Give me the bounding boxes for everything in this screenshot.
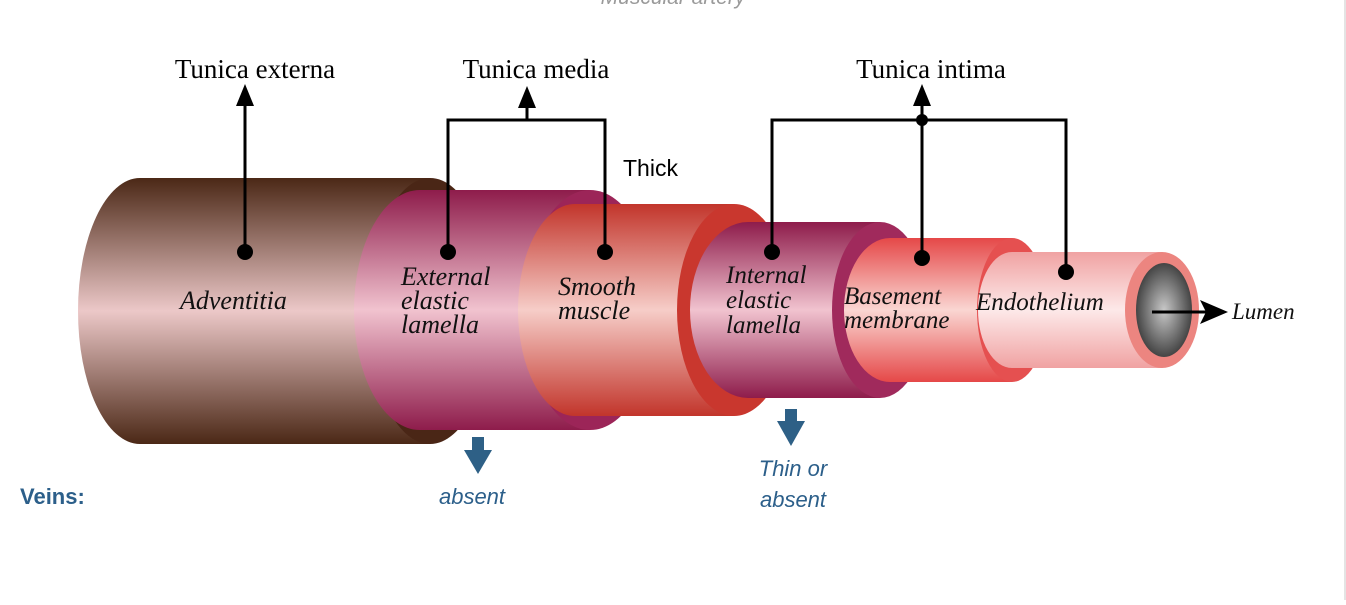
veins-label: Veins: [20, 484, 85, 509]
external-elastic-label: External elastic lamella [400, 262, 491, 339]
tunica-media-arrowhead [518, 86, 536, 108]
internal-elastic-down-arrow [777, 409, 805, 446]
smooth-muscle-label-line: muscle [558, 296, 630, 325]
internal-elastic-label-line: Internal [725, 262, 807, 289]
internal-elastic-dot [764, 244, 780, 260]
internal-elastic-label: Internal elastic lamella [725, 262, 807, 339]
page-edge-divider [1344, 0, 1346, 600]
tunica-media-label: Tunica media [463, 54, 610, 84]
veins-internal-elastic-note-line: absent [760, 487, 827, 512]
tunica-intima-label: Tunica intima [856, 54, 1006, 84]
external-elastic-label-line: elastic [401, 286, 469, 315]
external-elastic-label-line: lamella [401, 310, 479, 339]
internal-elastic-label-line: lamella [726, 312, 801, 339]
tunica-intima-arrowhead [913, 84, 931, 106]
external-elastic-dot [440, 244, 456, 260]
lumen-opening [1136, 263, 1192, 357]
basement-membrane-label: Basement membrane [844, 283, 950, 334]
external-elastic-label-line: External [400, 262, 491, 291]
external-elastic-down-arrow [464, 437, 492, 474]
lumen-label: Lumen [1231, 299, 1295, 324]
adventitia-label: Adventitia [178, 286, 287, 315]
lumen-arrow [1152, 300, 1228, 324]
tunica-externa-connector [236, 84, 254, 260]
veins-internal-elastic-note-line: Thin or [759, 456, 829, 481]
smooth-muscle-label-line: Smooth [558, 272, 636, 301]
basement-membrane-dot [914, 250, 930, 266]
veins-internal-elastic-note: Thin or absent [759, 456, 829, 512]
endothelium-dot [1058, 264, 1074, 280]
smooth-muscle-label: Smooth muscle [558, 272, 636, 325]
tunica-externa-label: Tunica externa [175, 54, 335, 84]
basement-membrane-label-line: membrane [844, 307, 950, 334]
intima-junction-dot [916, 114, 928, 126]
thick-note: Thick [623, 155, 678, 181]
internal-elastic-label-line: elastic [726, 287, 791, 314]
basement-membrane-label-line: Basement [844, 283, 942, 310]
endothelium-label: Endothelium [975, 289, 1104, 316]
veins-external-elastic-note: absent [439, 484, 506, 509]
diagram-caption: Muscular artery [0, 0, 1346, 10]
smooth-muscle-dot [597, 244, 613, 260]
